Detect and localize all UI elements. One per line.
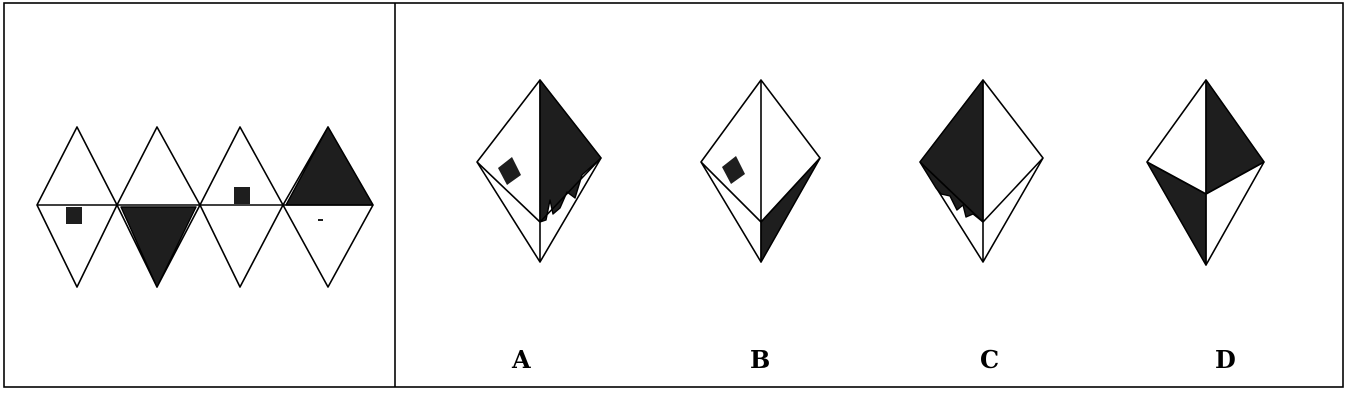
option-c-figure: [919, 79, 1044, 263]
net-diamond-4: [282, 126, 374, 288]
net-square-mark-3: [234, 187, 250, 204]
option-b-left-edge: [700, 161, 762, 223]
net-small-mark-4: [318, 219, 323, 221]
option-d-label[interactable]: D: [1215, 345, 1236, 374]
option-a-figure: [476, 79, 602, 263]
option-c-right-edge: [982, 157, 1044, 223]
net-diamond-2: [116, 126, 201, 288]
option-d-right-edge: [1205, 161, 1265, 195]
net-dark-face-4: [285, 126, 374, 206]
net-square-mark-1: [66, 207, 82, 224]
option-b-square-mark: [722, 156, 745, 184]
option-a-square-mark: [498, 157, 521, 185]
net-diamond-3-outline: [199, 126, 284, 288]
option-d-left-edge: [1146, 161, 1207, 195]
net-diamond-1: [36, 126, 118, 288]
option-b-right-edge: [760, 157, 821, 223]
option-d-figure: [1146, 79, 1265, 266]
net-diamond-3: [199, 126, 284, 288]
option-c-label[interactable]: C: [980, 345, 999, 374]
option-b-label[interactable]: B: [750, 345, 770, 374]
option-a-label[interactable]: A: [511, 345, 531, 374]
option-a-right-edge: [539, 157, 602, 223]
net-panel: [36, 126, 374, 288]
option-b-figure: [700, 79, 821, 263]
option-c-left-edge: [919, 161, 984, 223]
option-a-dark-face: [539, 79, 602, 223]
option-a-left-edge: [476, 161, 541, 223]
net-dark-face-2: [120, 206, 197, 288]
outer-frame: [3, 2, 1344, 388]
